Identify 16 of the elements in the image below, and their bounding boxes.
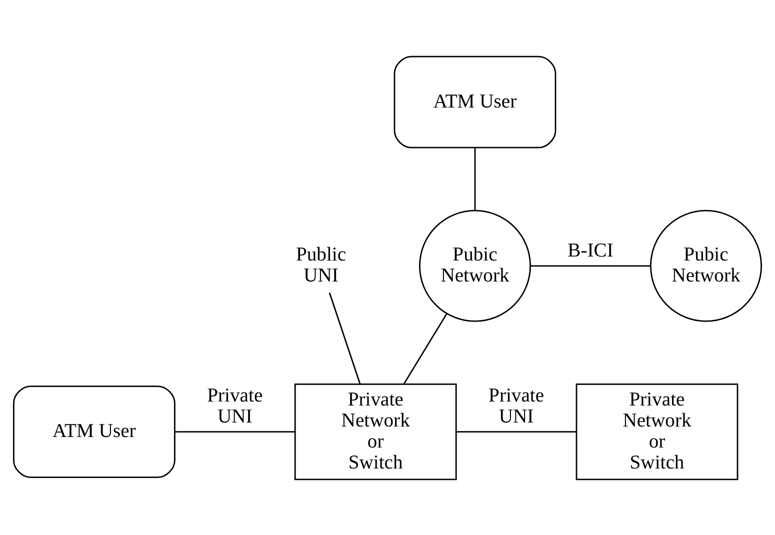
edge-label: B-ICI — [568, 240, 614, 261]
node-text: Public UNI — [296, 244, 346, 286]
connector — [474, 147, 476, 210]
connector — [328, 292, 361, 384]
connector — [403, 312, 448, 384]
edge-label: Private UNI — [488, 384, 544, 427]
node-circle: Pubic Network — [650, 209, 762, 322]
connector — [456, 430, 576, 432]
edge-label: Private UNI — [207, 384, 263, 427]
node-box: Private Network or Switch — [294, 383, 457, 480]
node-box: ATM User — [394, 55, 556, 148]
connector — [530, 264, 650, 266]
connector — [174, 430, 295, 432]
node-box: Private Network or Switch — [576, 383, 738, 480]
node-circle: Pubic Network — [419, 209, 531, 322]
node-box: ATM User — [13, 385, 176, 478]
